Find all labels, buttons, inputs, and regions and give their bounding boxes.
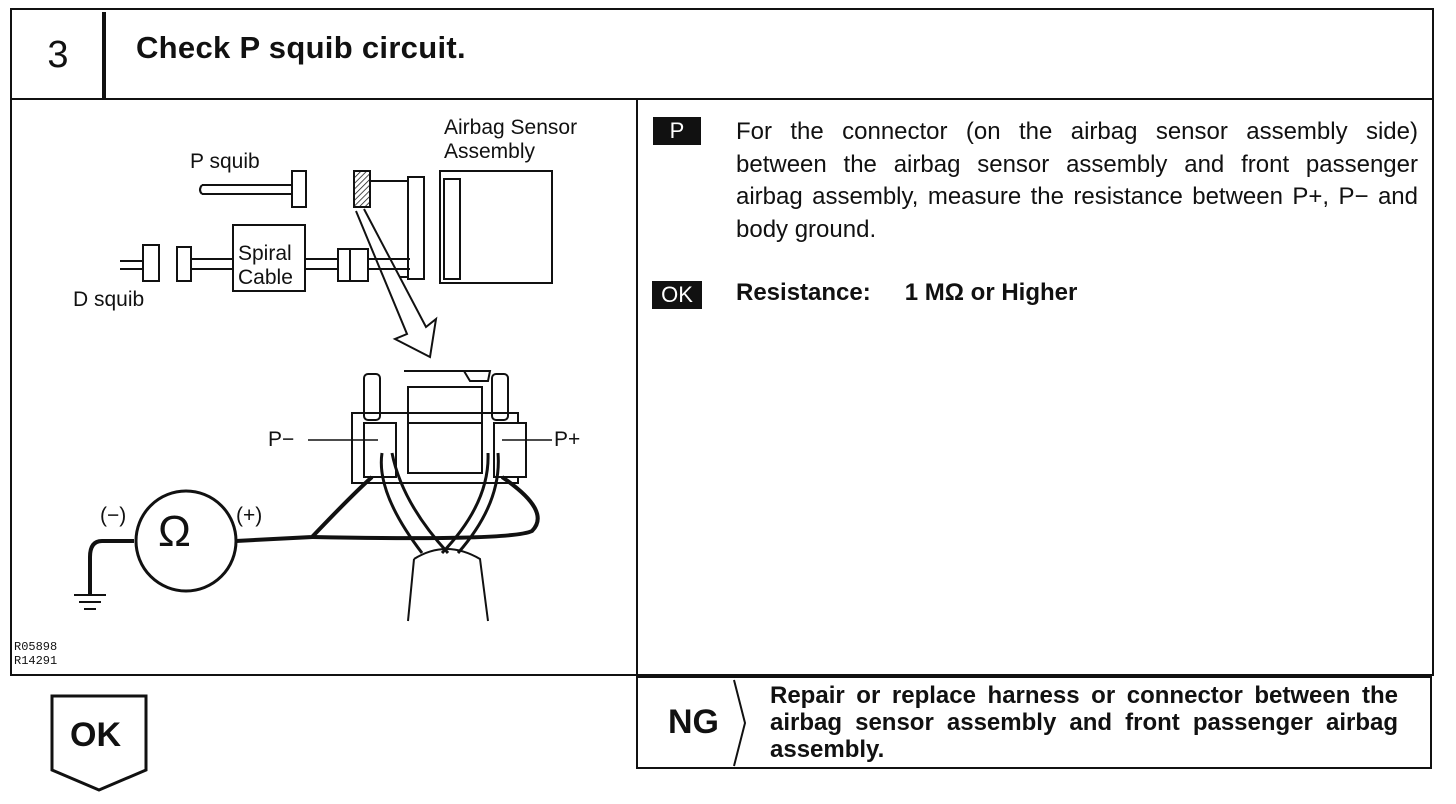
connector-diagram — [74, 170, 553, 622]
step-number: 3 — [14, 12, 106, 98]
airbag-sensor-label: Airbag Sensor Assembly — [444, 116, 578, 163]
p-plus-label: P+ — [554, 428, 581, 451]
ok-spec-value: 1 MΩ or Higher — [904, 279, 1078, 306]
ng-label: NG — [668, 703, 719, 741]
ok-spec: Resistance: 1 MΩ or Higher — [736, 279, 1077, 307]
step-body — [10, 99, 1434, 676]
ng-remedy-text: Repair or replace harness or connector b… — [770, 682, 1398, 763]
p-squib-label: P squib — [190, 150, 260, 173]
figure-code: R05898 — [14, 640, 58, 654]
ok-arrow-label: OK — [70, 716, 121, 754]
column-divider — [636, 99, 638, 769]
positive-lead-label: (+) — [236, 504, 263, 527]
spiral-cable-label: Spiral Cable — [238, 242, 293, 289]
ok-tag: OK — [652, 281, 702, 309]
step-title: Check P squib circuit. — [136, 30, 466, 65]
ok-spec-label: Resistance: — [736, 279, 871, 306]
ng-box — [636, 676, 1432, 769]
p-minus-label: P− — [268, 428, 295, 451]
step-header — [10, 8, 1434, 100]
p-tag: P — [653, 117, 701, 145]
instruction-text: For the connector (on the airbag sensor … — [736, 118, 1418, 243]
ohmmeter-symbol: Ω — [158, 507, 191, 556]
d-squib-label: D squib — [73, 288, 145, 311]
ng-chevron — [733, 679, 747, 767]
ok-arrow-shape — [50, 694, 148, 792]
negative-lead-label: (−) — [100, 504, 127, 527]
figure-code: R14291 — [14, 654, 58, 668]
